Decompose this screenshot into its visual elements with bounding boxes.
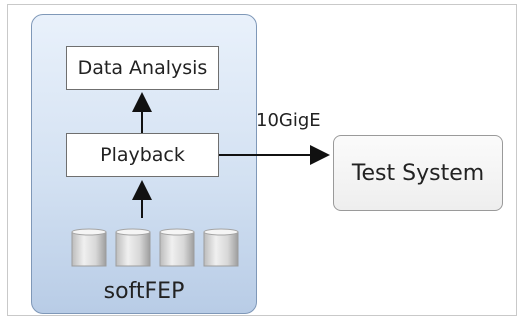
data-analysis-label: Data Analysis (77, 57, 208, 79)
test-system-label: Test System (351, 160, 485, 186)
playback-node: Playback (66, 133, 219, 177)
storage-disk-icon (71, 228, 107, 267)
storage-disk-icon (115, 228, 151, 267)
data-analysis-node: Data Analysis (66, 46, 219, 90)
playback-label: Playback (100, 144, 185, 166)
storage-disk-icon (159, 228, 195, 267)
test-system-node: Test System (333, 135, 503, 211)
link-label: 10GigE (256, 110, 321, 131)
storage-disks (71, 228, 239, 267)
storage-disk-icon (203, 228, 239, 267)
softfep-label: softFEP (103, 279, 185, 304)
